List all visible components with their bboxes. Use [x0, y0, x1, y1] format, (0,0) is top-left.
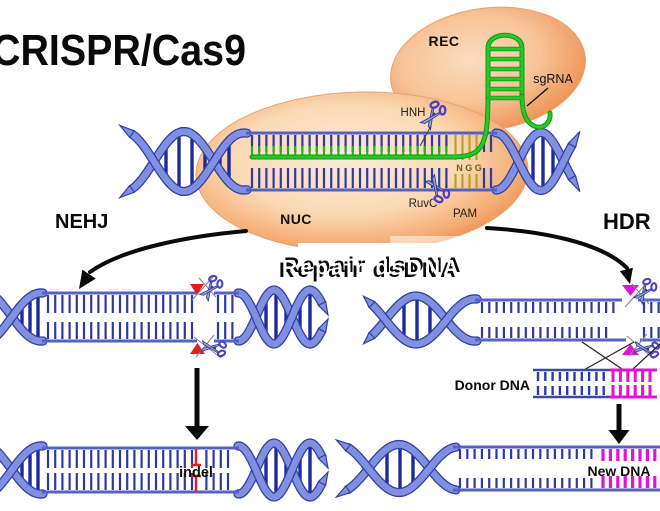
- svg-text:RuvC: RuvC: [409, 198, 438, 210]
- svg-text:Repair dsDNA: Repair dsDNA: [284, 254, 464, 277]
- svg-text:Repair dsDNA: Repair dsDNA: [282, 257, 462, 280]
- svg-text:New DNA: New DNA: [587, 463, 650, 479]
- svg-text:REC: REC: [428, 33, 459, 49]
- svg-text:indel: indel: [179, 465, 213, 481]
- svg-text:N G G: N G G: [456, 163, 482, 173]
- svg-text:PAM: PAM: [453, 208, 477, 220]
- svg-text:Repair dsDNA: Repair dsDNA: [279, 259, 459, 282]
- svg-text:NEHJ: NEHJ: [55, 211, 108, 233]
- svg-text:HNH: HNH: [401, 107, 426, 119]
- svg-text:CRISPR/Cas9: CRISPR/Cas9: [0, 26, 246, 75]
- svg-text:NUC: NUC: [280, 211, 312, 227]
- svg-text:Donor DNA: Donor DNA: [455, 377, 530, 393]
- svg-text:HDR: HDR: [603, 209, 651, 234]
- svg-text:sgRNA: sgRNA: [533, 72, 573, 86]
